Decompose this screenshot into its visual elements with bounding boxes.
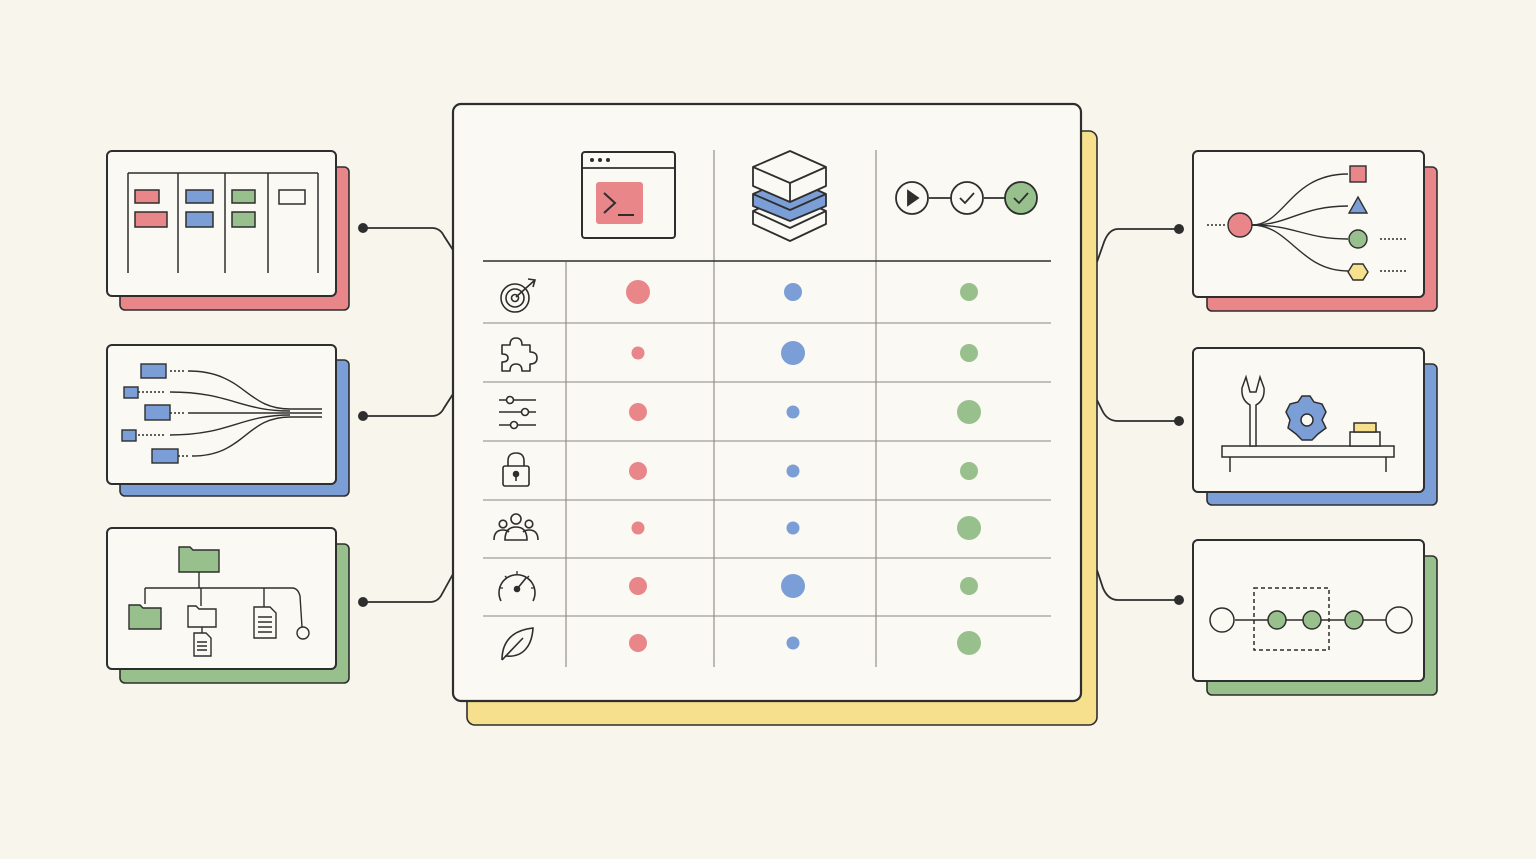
- left-card-3-panel: [106, 527, 337, 670]
- connector-dot-left-3: [358, 597, 368, 607]
- rating-dot-r1-c3: [960, 283, 978, 301]
- rating-dot-r1-c2: [784, 283, 802, 301]
- matrix-grid: [483, 150, 1051, 667]
- connector-right-2: [1096, 399, 1179, 422]
- left-card-1-panel: [106, 150, 337, 297]
- kanban-board-icon: [127, 172, 319, 273]
- rating-dot-r2-c1: [631, 346, 645, 360]
- rating-dot-r3-c3: [957, 400, 981, 424]
- rating-dot-r3-c1: [629, 403, 647, 421]
- rating-dot-r2-c3: [960, 344, 978, 362]
- target-icon: [500, 278, 537, 313]
- center-panel-body: [451, 102, 1083, 703]
- rating-dot-r5-c3: [957, 516, 981, 540]
- run-check-pipeline-icon: [895, 181, 1038, 215]
- right-card-3: [1192, 539, 1438, 696]
- right-card-1: [1192, 150, 1438, 312]
- connector-dot-right-3: [1174, 595, 1184, 605]
- puzzle-piece-icon: [501, 337, 538, 372]
- rating-dot-r7-c1: [629, 634, 647, 652]
- rating-dot-r4-c1: [629, 462, 647, 480]
- gauge-icon: [498, 571, 536, 602]
- layers-stack-icon: [752, 150, 827, 242]
- rating-dot-r4-c3: [960, 462, 978, 480]
- left-card-3: [106, 527, 350, 684]
- rating-dot-r5-c2: [786, 521, 800, 535]
- connector-left-2: [363, 393, 454, 417]
- right-card-3-panel: [1192, 539, 1425, 682]
- rating-dot-r4-c2: [786, 464, 800, 478]
- padlock-icon: [502, 452, 530, 487]
- rating-dot-r7-c3: [957, 631, 981, 655]
- connector-endpoints: [358, 223, 1184, 607]
- rating-dot-r3-c2: [786, 405, 800, 419]
- connector-dot-right-2: [1174, 416, 1184, 426]
- connector-dot-left-1: [358, 223, 368, 233]
- grouped-nodes-icon: [1209, 587, 1413, 651]
- rating-dot-r7-c2: [786, 636, 800, 650]
- rating-dot-r5-c1: [631, 521, 645, 535]
- leaf-icon: [501, 627, 534, 661]
- team-icon: [493, 513, 539, 541]
- right-card-1-panel: [1192, 150, 1425, 298]
- right-card-2: [1192, 347, 1438, 506]
- rating-dot-r2-c2: [781, 341, 805, 365]
- center-comparison-panel: [451, 102, 1098, 726]
- sliders-icon: [499, 395, 536, 430]
- rating-dot-r6-c2: [781, 574, 805, 598]
- rating-dot-r6-c1: [629, 577, 647, 595]
- connector-right-1: [1096, 228, 1179, 263]
- connector-left-1: [363, 227, 454, 251]
- rating-dots: [626, 280, 981, 655]
- tools-workbench-icon: [1221, 374, 1395, 472]
- rating-dot-r6-c3: [960, 577, 978, 595]
- merging-flows-icon: [121, 363, 322, 464]
- connector-dot-right-1: [1174, 224, 1184, 234]
- rating-dot-r1-c1: [626, 280, 650, 304]
- branching-shapes-icon: [1207, 165, 1408, 281]
- connector-right-3: [1096, 569, 1179, 601]
- left-card-1: [106, 150, 350, 311]
- folder-tree-icon: [128, 546, 310, 657]
- left-card-2: [106, 344, 350, 497]
- connector-left-3: [363, 573, 454, 603]
- terminal-window-icon: [581, 151, 676, 239]
- connector-dot-left-2: [358, 411, 368, 421]
- connectors: [363, 227, 1179, 603]
